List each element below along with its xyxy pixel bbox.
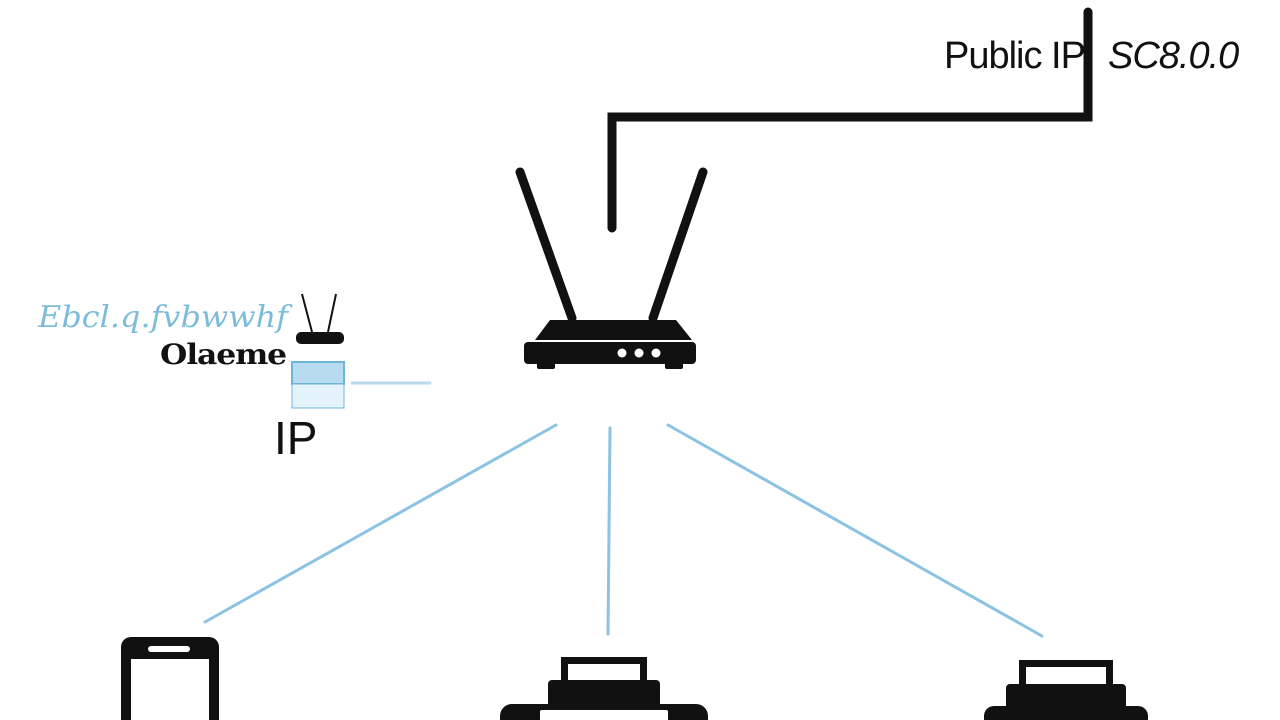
link-to-right-printer xyxy=(666,423,1044,638)
small-router-icon xyxy=(291,293,345,409)
printer-icon-center xyxy=(500,657,708,720)
link-to-center-printer xyxy=(606,426,612,636)
lan-links xyxy=(203,381,1044,638)
local-ip-label: IP xyxy=(274,412,317,464)
link-to-phone xyxy=(203,423,558,624)
wan-cable xyxy=(607,7,1093,233)
printer-icon-right xyxy=(984,660,1148,720)
local-device-name: Olaeme xyxy=(160,338,286,371)
public-ip-label: Public IP xyxy=(944,35,1085,77)
router-icon xyxy=(515,167,708,369)
public-ip-value: SC8.0.0 xyxy=(1108,35,1239,77)
smartphone-icon xyxy=(121,637,219,720)
local-scribble-text: Ebcl.q.fvbwwhf xyxy=(37,300,293,335)
